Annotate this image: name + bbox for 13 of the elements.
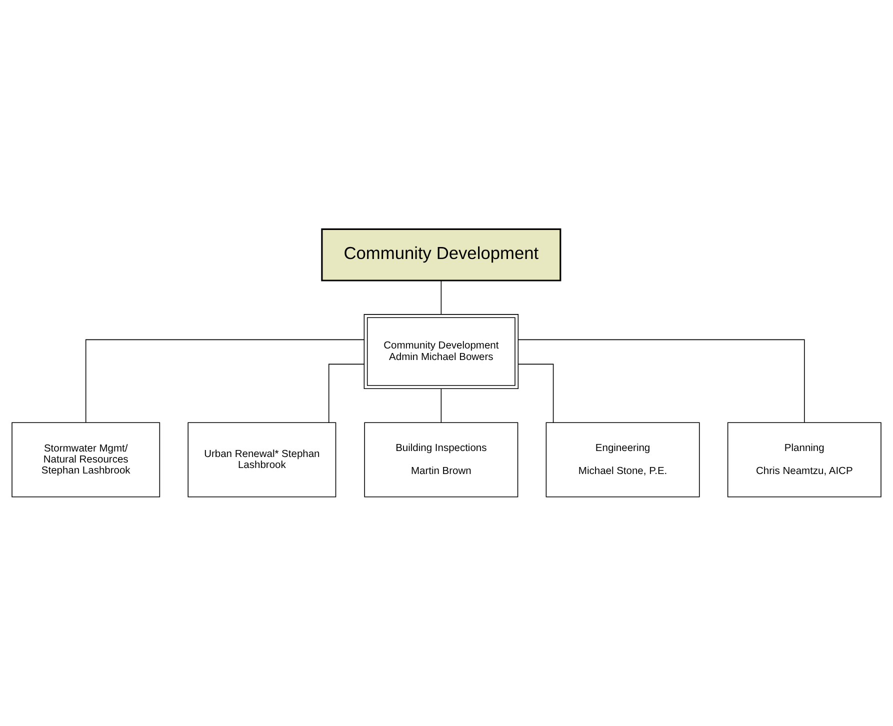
- node-box: Community Development Admin Michael Bowers: [364, 314, 519, 390]
- connector: [518, 339, 805, 423]
- node-box: Community Development: [321, 228, 562, 282]
- connector: [440, 388, 442, 423]
- connector: [328, 364, 364, 423]
- connector: [518, 364, 554, 423]
- connector: [440, 280, 442, 314]
- node-box: Engineering Michael Stone, P.E.: [546, 422, 700, 498]
- node-box: Building Inspections Martin Brown: [364, 422, 518, 498]
- node-box: Planning Chris Neamtzu, AICP: [727, 422, 882, 498]
- node-box: Stormwater Mgmt/ Natural Resources Stephan Lashbrook: [12, 422, 160, 498]
- connector: [85, 339, 364, 423]
- node-box: Urban Renewal* Stephan Lashbrook: [188, 422, 336, 498]
